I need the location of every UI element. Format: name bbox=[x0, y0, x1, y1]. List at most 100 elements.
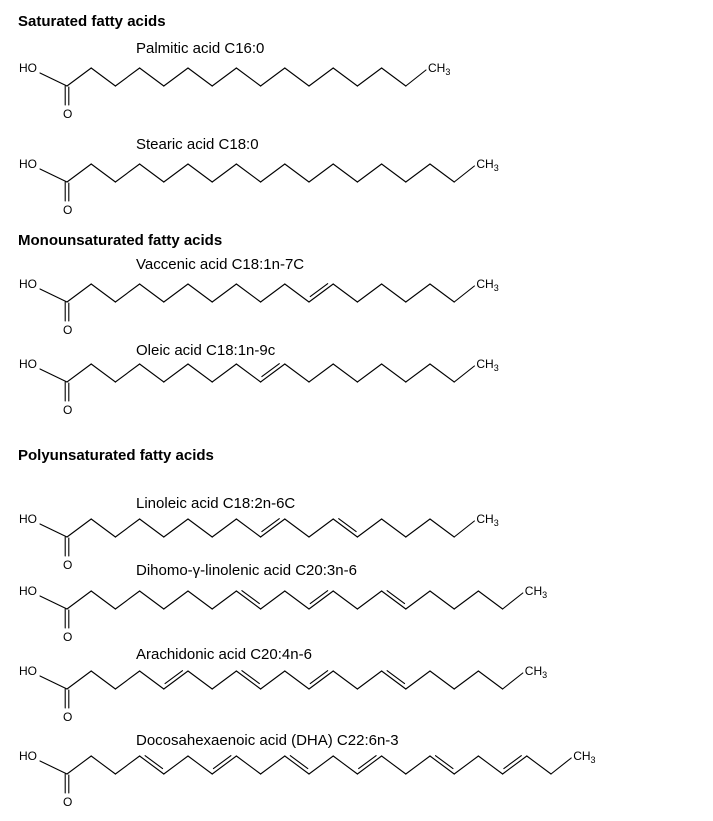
chain-bond bbox=[139, 518, 165, 538]
chain-bond bbox=[332, 163, 358, 183]
hydroxyl-label: HO bbox=[19, 157, 37, 171]
double-bond bbox=[309, 670, 329, 685]
chain-bond bbox=[235, 755, 262, 775]
chain-bond bbox=[211, 670, 237, 690]
chain-bond bbox=[260, 670, 286, 690]
chain-bond bbox=[332, 755, 358, 775]
chain-bond bbox=[187, 590, 213, 610]
chain-bond bbox=[114, 590, 141, 610]
chain-bond bbox=[477, 755, 504, 775]
chain-bond bbox=[332, 670, 358, 690]
double-bond bbox=[338, 518, 357, 533]
chain-bond bbox=[163, 755, 189, 775]
section-title: Monounsaturated fatty acids bbox=[18, 232, 222, 249]
molecule-name: Oleic acid C18:1n-9c bbox=[136, 342, 276, 359]
chain-bond bbox=[187, 363, 213, 383]
hydroxyl-bond bbox=[39, 72, 68, 87]
chain-bond bbox=[356, 67, 383, 87]
chain-bond bbox=[114, 283, 141, 303]
chain-bond bbox=[429, 590, 455, 610]
chain-bond bbox=[308, 67, 334, 87]
chain-bond bbox=[453, 590, 479, 610]
chain-bond bbox=[211, 163, 237, 183]
chain-bond bbox=[235, 67, 262, 87]
chain-bond bbox=[260, 163, 286, 183]
chain-bond bbox=[260, 590, 286, 610]
chain-bond bbox=[260, 755, 286, 775]
chain-bond bbox=[211, 67, 237, 87]
chain-bond bbox=[381, 518, 407, 538]
double-bond bbox=[144, 755, 164, 770]
methyl-label: CH3 bbox=[476, 357, 498, 373]
molecule-name: Vaccenic acid C18:1n-7C bbox=[136, 256, 304, 273]
chain-bond bbox=[114, 518, 141, 538]
chain-bond bbox=[139, 283, 165, 303]
chain-bond bbox=[284, 590, 310, 610]
oxygen-label: O bbox=[63, 710, 72, 724]
chain-bond bbox=[187, 283, 213, 303]
chain-bond bbox=[260, 67, 286, 87]
chain-bond bbox=[114, 163, 141, 183]
chain-bond bbox=[114, 670, 141, 690]
chain-bond bbox=[163, 363, 189, 383]
double-bond bbox=[241, 590, 260, 605]
chain-bond bbox=[429, 755, 455, 775]
hydroxyl-bond bbox=[39, 523, 68, 538]
chain-bond bbox=[163, 163, 189, 183]
chain-bond bbox=[405, 755, 431, 775]
chain-bond bbox=[453, 165, 475, 183]
molecule-name: Docosahexaenoic acid (DHA) C22:6n-3 bbox=[136, 732, 399, 749]
molecule-name: Linoleic acid C18:2n-6C bbox=[136, 495, 295, 512]
chain-bond bbox=[66, 67, 92, 87]
chain-bond bbox=[381, 755, 407, 775]
double-bond bbox=[503, 755, 522, 770]
chain-bond bbox=[284, 67, 310, 87]
chain-bond bbox=[235, 363, 262, 383]
chain-bond bbox=[429, 518, 455, 538]
oxygen-label: O bbox=[63, 795, 72, 809]
chain-bond bbox=[187, 67, 213, 87]
chain-bond bbox=[405, 590, 431, 610]
chain-bond bbox=[66, 590, 92, 610]
chain-bond bbox=[356, 590, 383, 610]
oxygen-label: O bbox=[63, 630, 72, 644]
double-bond bbox=[309, 283, 329, 298]
chain-bond bbox=[477, 670, 504, 690]
chain-bond bbox=[90, 755, 116, 775]
hydroxyl-bond bbox=[39, 288, 68, 303]
chain-bond bbox=[356, 755, 383, 775]
chain-bond bbox=[114, 67, 141, 87]
chain-bond bbox=[139, 67, 165, 87]
chain-bond bbox=[139, 755, 165, 775]
hydroxyl-bond bbox=[39, 760, 68, 775]
chain-bond bbox=[211, 518, 237, 538]
hydroxyl-label: HO bbox=[19, 584, 37, 598]
methyl-label: CH3 bbox=[573, 749, 595, 765]
molecule: Docosahexaenoic acid (DHA) C22:6n-3HOOCH… bbox=[19, 732, 596, 809]
chain-bond bbox=[429, 363, 455, 383]
chain-bond bbox=[139, 590, 165, 610]
chain-bond bbox=[332, 590, 358, 610]
hydroxyl-label: HO bbox=[19, 61, 37, 75]
hydroxyl-label: HO bbox=[19, 512, 37, 526]
chain-bond bbox=[90, 67, 116, 87]
methyl-label: CH3 bbox=[476, 512, 498, 528]
chain-bond bbox=[429, 163, 455, 183]
chain-bond bbox=[90, 283, 116, 303]
chain-bond bbox=[308, 755, 334, 775]
chain-bond bbox=[90, 518, 116, 538]
chain-bond bbox=[163, 67, 189, 87]
chain-bond bbox=[453, 285, 475, 303]
chain-bond bbox=[66, 283, 92, 303]
chain-bond bbox=[163, 518, 189, 538]
methyl-label: CH3 bbox=[428, 61, 450, 77]
chain-bond bbox=[453, 670, 479, 690]
chain-bond bbox=[187, 518, 213, 538]
chain-bond bbox=[163, 670, 189, 690]
chain-bond bbox=[66, 670, 92, 690]
